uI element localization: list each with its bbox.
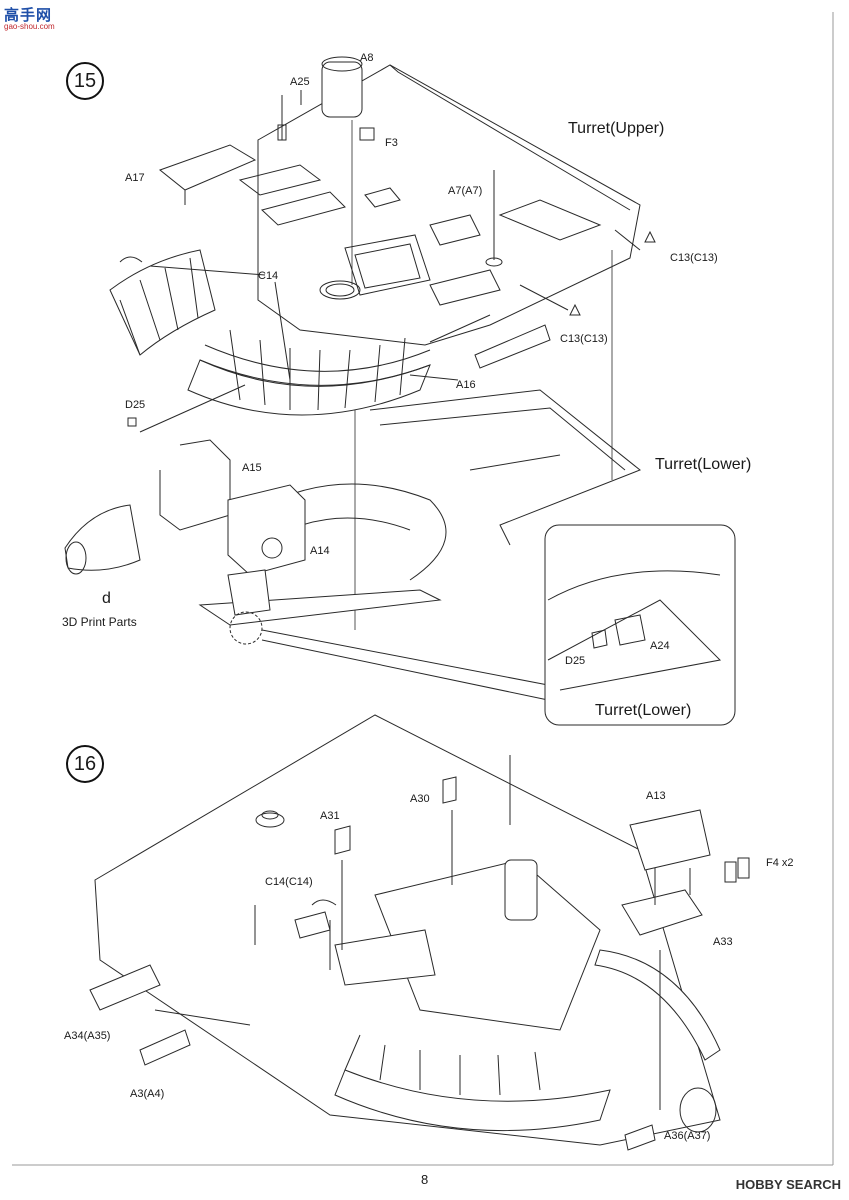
label-a36: A36(A37) (664, 1130, 711, 1142)
turret-lower-drawing (64, 389, 641, 701)
label-a30: A30 (410, 793, 430, 805)
part-a17 (158, 144, 257, 191)
label-a13: A13 (646, 790, 666, 802)
hobby-search-logo: HOBBY SEARCH (736, 1177, 841, 1192)
label-a25: A25 (290, 76, 310, 88)
detail-label-turret-lower: Turret(Lower) (595, 702, 692, 719)
watermark-line2: gao-shou.com (4, 22, 55, 31)
detail-callout-circle (229, 611, 263, 645)
step-16-number: 16 (66, 745, 104, 783)
page-number: 8 (421, 1172, 429, 1187)
periscope-dome (255, 812, 285, 828)
label-a15: A15 (242, 462, 262, 474)
part-a24 (614, 614, 646, 646)
label-c14: C14 (258, 270, 279, 282)
part-a13 (629, 809, 711, 871)
label-c13-right: C13(C13) (670, 252, 718, 264)
hatch-center (344, 234, 431, 296)
label-a14: A14 (310, 545, 330, 557)
label-d: d (102, 590, 111, 607)
part-c13-right (644, 230, 656, 243)
turret-upper-drawing (109, 56, 656, 630)
label-a8: A8 (360, 52, 374, 64)
step16-drawing (89, 714, 750, 1151)
label-c13-mid: C13(C13) (560, 333, 608, 345)
step-15-number: 15 (66, 62, 104, 100)
label-f3: F3 (385, 137, 398, 149)
site-watermark-logo: 高手网 gao-shou.com (4, 4, 70, 34)
label-a17: A17 (125, 172, 145, 184)
label-a3: A3(A4) (130, 1088, 165, 1100)
part-c14 (119, 256, 143, 263)
part-a8 (321, 61, 363, 118)
label-turret-upper: Turret(Upper) (568, 120, 665, 137)
label-a31: A31 (320, 810, 340, 822)
detail-label-d25: D25 (565, 655, 586, 667)
part-a14 (227, 484, 306, 576)
part-a15 (159, 439, 231, 531)
label-a33: A33 (713, 936, 733, 948)
part-a34 (89, 964, 161, 1011)
part-d-3d (64, 504, 141, 571)
part-a3 (139, 1029, 191, 1066)
part-f3 (359, 127, 375, 141)
part-a31 (334, 825, 351, 855)
part-a16 (474, 324, 551, 369)
part-c14-step16 (311, 899, 337, 906)
part-c13-mid (569, 303, 581, 316)
label-a34: A34(A35) (64, 1030, 111, 1042)
part-f4-a (724, 861, 737, 883)
detail-label-a24: A24 (650, 640, 670, 652)
part-a36 (624, 1124, 656, 1151)
part-d25 (127, 417, 137, 427)
part-a30 (442, 776, 457, 804)
label-c14-step16: C14(C14) (265, 876, 313, 888)
label-f4: F4 x2 (766, 857, 794, 869)
label-a7: A7(A7) (448, 185, 483, 197)
part-f4-b (737, 857, 750, 879)
label-turret-lower: Turret(Lower) (655, 456, 752, 473)
watermark-line1: 高手网 (4, 7, 53, 24)
part-d25-detail (591, 629, 608, 649)
part-a33 (621, 889, 703, 936)
label-d25: D25 (125, 399, 146, 411)
label-3d-print-parts: 3D Print Parts (62, 615, 137, 629)
detail-box (544, 524, 736, 726)
footer-logo-text: HOBBY SEARCH (735, 1177, 841, 1192)
label-a16: A16 (456, 379, 476, 391)
